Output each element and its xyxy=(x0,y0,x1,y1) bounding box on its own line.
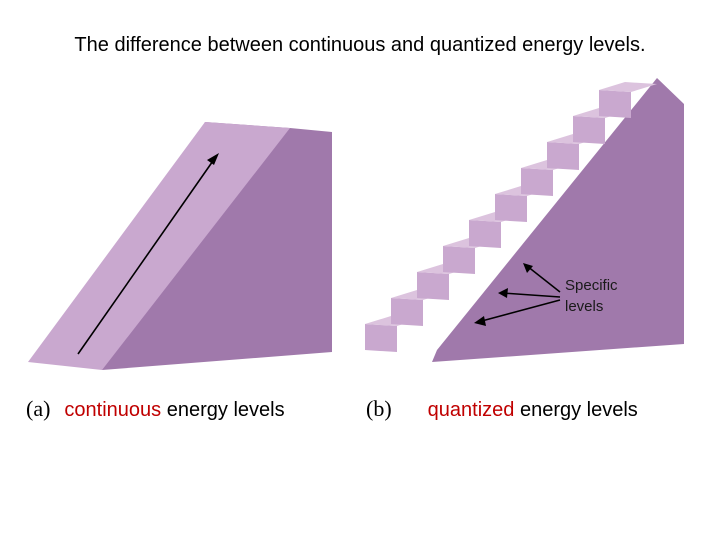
stair-tread xyxy=(599,82,657,92)
stair-riser xyxy=(469,220,501,248)
ramp-top-face xyxy=(28,122,290,370)
level-arrow-lower xyxy=(477,299,561,323)
continuous-ramp xyxy=(28,122,332,370)
specific-levels-label: Specific levels xyxy=(565,275,618,317)
stair-riser xyxy=(521,168,553,196)
continuous-arrow-head xyxy=(207,153,219,165)
level-arrow-upper xyxy=(501,292,561,298)
caption-b-highlight: quantized xyxy=(427,399,515,421)
stair-riser xyxy=(547,142,579,170)
level-arrow-upper-head xyxy=(498,288,508,298)
page-title: The difference between continuous and qu… xyxy=(74,34,646,56)
stair-riser xyxy=(417,272,449,300)
level-arrow-lower-head xyxy=(474,316,486,326)
caption-b-rest: energy levels xyxy=(514,399,638,421)
annotation-line-1: Specific xyxy=(565,277,618,294)
stair-riser xyxy=(495,194,527,222)
ramp-right-face xyxy=(102,122,332,370)
level-arrow-top xyxy=(526,265,561,293)
caption-b: (b) quantized energy levels xyxy=(366,396,638,422)
caption-a-letter: (a) xyxy=(26,396,51,421)
level-arrow-top-head xyxy=(523,263,533,273)
stair-riser xyxy=(599,90,631,118)
stair-riser xyxy=(443,246,475,274)
caption-b-letter: (b) xyxy=(366,396,392,421)
stair-riser xyxy=(573,116,605,144)
specific-levels-arrows xyxy=(474,263,561,326)
caption-a-rest: energy levels xyxy=(161,399,285,421)
caption-a: (a) continuous energy levels xyxy=(26,396,285,422)
quantized-staircase xyxy=(365,78,684,362)
annotation-line-2: levels xyxy=(565,298,604,315)
caption-a-highlight: continuous xyxy=(64,399,162,421)
continuous-arrow xyxy=(77,157,216,355)
stair-riser xyxy=(391,298,423,326)
stair-riser xyxy=(365,324,397,352)
staircase-side-face xyxy=(432,78,684,362)
